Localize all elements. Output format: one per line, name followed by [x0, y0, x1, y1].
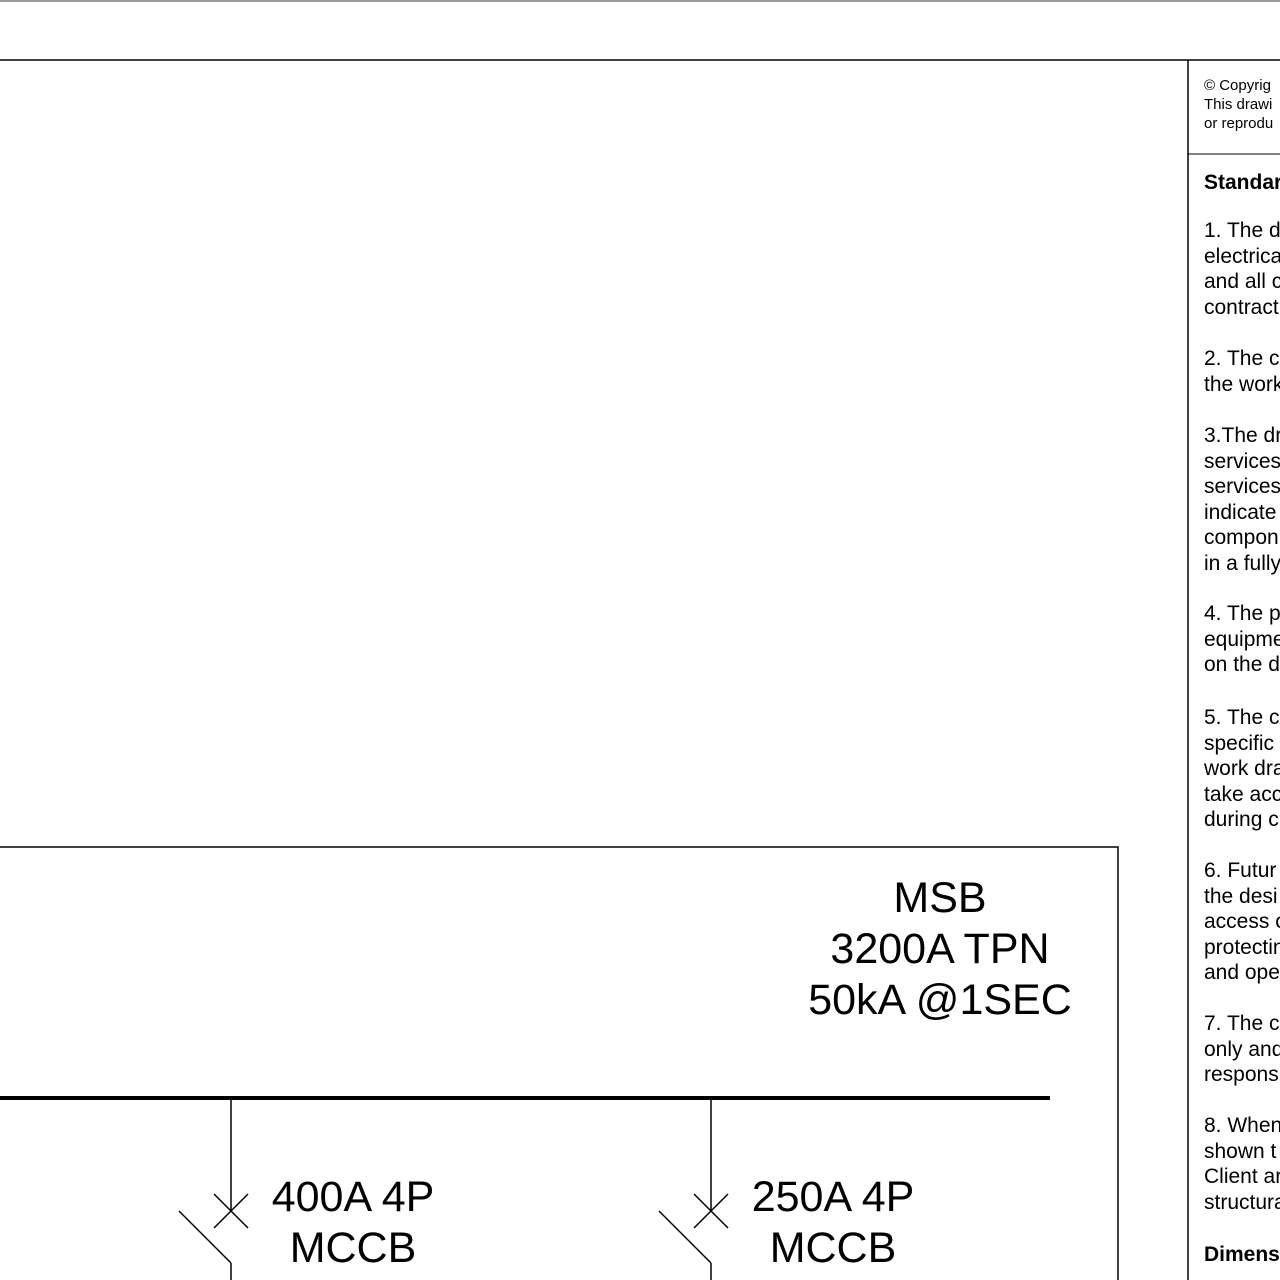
note-1: 1. The d electrica and all c contract — [1204, 218, 1280, 320]
note-line: protectin — [1204, 935, 1280, 959]
copyright-line: This drawi — [1204, 96, 1273, 113]
top-border — [0, 0, 1280, 2]
note-line: indicate — [1204, 500, 1277, 524]
note-line: the work — [1204, 372, 1280, 396]
note-5: 5. The c specific work dra take acc duri… — [1204, 705, 1280, 833]
msb-fault-rating: 50kA @1SEC — [808, 976, 1072, 1024]
note-line: work dra — [1204, 757, 1280, 780]
note-line: on the d — [1204, 653, 1280, 676]
breaker-rating: 400A 4P — [271, 1173, 435, 1221]
msb-rating: 3200A TPN — [830, 925, 1050, 973]
note-line: 6. Futur — [1204, 859, 1277, 882]
dimensions-heading: Dimens — [1204, 1243, 1280, 1266]
copyright-line: © Copyrig — [1204, 77, 1271, 94]
msb-label: MSB 3200A TPN 50kA @1SEC — [790, 873, 1090, 1026]
note-8: 8. When shown t Client ar structura — [1204, 1113, 1280, 1215]
note-line: compon — [1204, 526, 1279, 549]
note-line: and all c — [1204, 270, 1280, 293]
breaker-rating: 250A 4P — [751, 1173, 915, 1221]
note-line: electrica — [1204, 244, 1280, 268]
note-line: 1. The d — [1204, 219, 1280, 242]
note-2: 2. The c the work — [1204, 346, 1280, 397]
note-line: 8. When — [1204, 1114, 1280, 1137]
note-line: contract — [1204, 295, 1279, 319]
copyright-notice: © Copyrig This drawi or reprodu — [1204, 76, 1280, 133]
note-line: services — [1204, 449, 1280, 473]
note-line: only and — [1204, 1037, 1280, 1061]
note-line: 7. The c — [1204, 1012, 1280, 1035]
note-line: 5. The c — [1204, 706, 1280, 729]
breaker-400a-label: 400A 4P MCCB — [253, 1172, 453, 1274]
note-line: specific — [1204, 731, 1275, 755]
note-line: during c — [1204, 808, 1279, 831]
note-line: the desi — [1204, 884, 1278, 908]
note-line: take acc — [1204, 782, 1280, 806]
note-line: access c — [1204, 910, 1280, 933]
note-6: 6. Futur the desi access c protectin and… — [1204, 858, 1280, 986]
breaker-400a-symbol — [178, 1096, 249, 1280]
note-line: shown t — [1204, 1139, 1277, 1163]
note-line: 4. The p — [1204, 602, 1280, 625]
note-4: 4. The p equipme on the d — [1204, 601, 1280, 678]
note-line: in a fully — [1204, 551, 1280, 575]
note-line: and ope — [1204, 961, 1280, 984]
breaker-250a-symbol — [658, 1096, 729, 1280]
msb-name: MSB — [893, 874, 987, 922]
copyright-line: or reprodu — [1204, 115, 1274, 132]
msb-enclosure — [0, 846, 1119, 1280]
note-line: 2. The c — [1204, 347, 1280, 370]
breaker-250a-label: 250A 4P MCCB — [733, 1172, 933, 1274]
note-line: Client ar — [1204, 1165, 1280, 1188]
breaker-type: MCCB — [289, 1224, 417, 1272]
note-line: equipme — [1204, 627, 1280, 651]
note-line: 3.The dr — [1204, 424, 1280, 447]
notes-heading: Standar — [1204, 171, 1280, 194]
note-line: respons — [1204, 1063, 1279, 1086]
breaker-type: MCCB — [769, 1224, 897, 1272]
note-3: 3.The dr services services indicate comp… — [1204, 423, 1280, 576]
note-7: 7. The c only and respons — [1204, 1011, 1280, 1088]
note-line: structura — [1204, 1190, 1280, 1214]
note-line: services — [1204, 475, 1280, 498]
